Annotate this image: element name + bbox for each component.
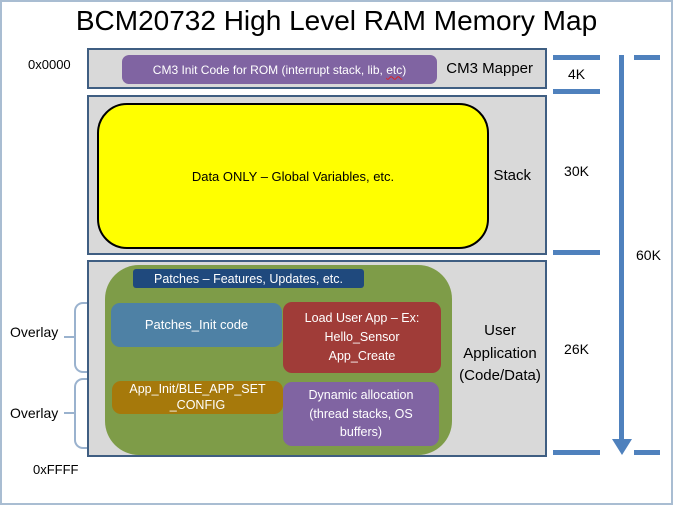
- user-application-label-line3: (Code/Data): [459, 367, 541, 384]
- cm3-init-code-text: CM3 Init Code for ROM (interrupt stack, …: [152, 62, 387, 77]
- user-application-label-line1: User: [484, 322, 516, 339]
- user-app-green-box: Patches – Features, Updates, etc. Patche…: [105, 265, 452, 455]
- dynamic-allocation-line3: buffers): [339, 425, 383, 440]
- overlay-brace-bottom: [74, 378, 87, 449]
- size-tick-60k-boundary: [553, 450, 600, 455]
- overlay-brace-top: [74, 302, 87, 373]
- dynamic-allocation-line2: (thread stacks, OS: [309, 406, 413, 421]
- size-tick-0x0000: [553, 55, 600, 60]
- overlay-brace-bottom-tick: [64, 412, 74, 414]
- cm3-mapper-section: CM3 Init Code for ROM (interrupt stack, …: [87, 48, 547, 89]
- total-span-bottom-tick: [634, 450, 660, 455]
- overlay-label-bottom: Overlay: [10, 405, 59, 421]
- user-application-label-line2: Application: [463, 344, 537, 362]
- app-init-line1: App_Init/BLE_APP_SET: [129, 381, 266, 396]
- stack-section: Data ONLY – Global Variables, etc. Stack: [87, 95, 547, 255]
- app-init-line2: _CONFIG: [169, 397, 226, 412]
- size-label-26k: 26K: [564, 341, 589, 357]
- patches-init-box: Patches_Init code: [111, 303, 282, 347]
- load-user-app-line3: App_Create: [328, 348, 396, 363]
- size-label-30k: 30K: [564, 163, 589, 179]
- size-tick-4k-boundary: [553, 89, 600, 94]
- cm3-init-code-text-end: ): [402, 62, 407, 77]
- end-address-label: 0xFFFF: [33, 462, 79, 477]
- down-arrow-icon: [612, 439, 632, 455]
- size-label-4k: 4K: [567, 66, 586, 82]
- load-user-app-box: Load User App – Ex: Hello_Sensor App_Cre…: [283, 302, 441, 373]
- patches-bar: Patches – Features, Updates, etc.: [133, 269, 364, 288]
- overlay-label-top: Overlay: [10, 324, 59, 340]
- load-user-app-line1: Load User App – Ex:: [304, 311, 420, 326]
- overlay-brace-top-tick: [64, 336, 74, 338]
- total-span-arrow-line: [619, 55, 624, 440]
- load-user-app-line2: Hello_Sensor: [324, 330, 400, 345]
- stack-label: Stack: [493, 167, 531, 184]
- data-only-text: Data ONLY – Global Variables, etc.: [191, 168, 395, 184]
- page-title: BCM20732 High Level RAM Memory Map: [75, 5, 598, 36]
- size-tick-34k-boundary: [553, 250, 600, 255]
- size-label-60k: 60K: [636, 247, 661, 263]
- data-only-box: Data ONLY – Global Variables, etc.: [97, 103, 489, 249]
- user-application-label: User Application (Code/Data): [453, 320, 547, 388]
- cm3-mapper-label: CM3 Mapper: [446, 60, 533, 77]
- dynamic-allocation-box: Dynamic allocation (thread stacks, OS bu…: [283, 382, 439, 446]
- total-span-top-tick: [634, 55, 660, 60]
- user-application-section: Patches – Features, Updates, etc. Patche…: [87, 260, 547, 457]
- cm3-init-code-box: CM3 Init Code for ROM (interrupt stack, …: [122, 55, 437, 84]
- cm3-init-code-typo: etc: [386, 62, 403, 77]
- start-address-label: 0x0000: [28, 57, 71, 72]
- dynamic-allocation-line1: Dynamic allocation: [308, 387, 414, 402]
- app-init-box: App_Init/BLE_APP_SET _CONFIG: [112, 381, 283, 414]
